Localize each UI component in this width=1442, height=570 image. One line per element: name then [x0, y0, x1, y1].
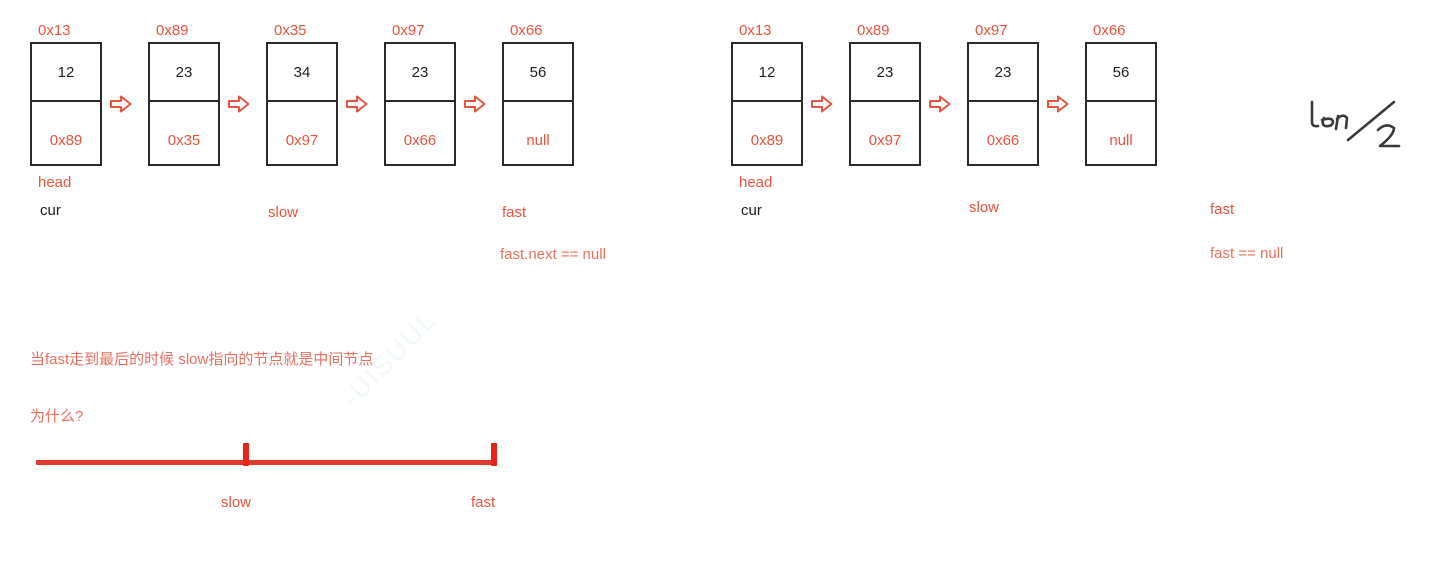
- number-line-tick-fast: [491, 443, 497, 466]
- node-next-pointer: null: [526, 131, 550, 149]
- node-address-label: 0x66: [1093, 22, 1126, 39]
- node-value: 23: [150, 44, 218, 102]
- list-node: 0x66 56 null: [502, 22, 574, 166]
- node-address-label: 0x13: [38, 22, 71, 39]
- node-value: 12: [32, 44, 100, 102]
- node-next-pointer: 0x89: [750, 131, 784, 149]
- arrow-right-icon: [228, 95, 250, 113]
- node-address-label: 0x35: [274, 22, 307, 39]
- pointer-label-cur: cur: [40, 202, 61, 219]
- node-address-label: 0x89: [156, 22, 189, 39]
- note-line-one: 当fast走到最后的时候 slow指向的节点就是中间节点: [30, 351, 374, 368]
- condition-text-one: fast.next == null: [500, 246, 606, 263]
- node-next-pointer: 0x66: [403, 131, 437, 149]
- number-line-tick-slow: [243, 443, 249, 466]
- number-line-axis: [36, 460, 496, 465]
- node-value: 12: [733, 44, 801, 102]
- node-value: 23: [386, 44, 454, 102]
- arrow-right-icon: [464, 95, 486, 113]
- condition-text-two: fast == null: [1210, 245, 1284, 262]
- list-node: 0x66 56 null: [1085, 22, 1157, 166]
- node-next-pointer: 0x89: [49, 131, 83, 149]
- number-line-label-fast: fast: [471, 494, 496, 511]
- node-next-pointer: 0x35: [167, 131, 201, 149]
- arrow-right-icon: [346, 95, 368, 113]
- node-value: 34: [268, 44, 336, 102]
- node-value: 23: [851, 44, 919, 102]
- list-node: 0x13 12 0x89: [30, 22, 102, 166]
- handwritten-len-over-two-annotation: [1306, 96, 1418, 160]
- node-next-pointer: 0x66: [986, 131, 1020, 149]
- list-node: 0x97 23 0x66: [967, 22, 1039, 166]
- pointer-label-head: head: [739, 174, 773, 191]
- pointer-label-fast: fast: [1210, 201, 1235, 218]
- node-next-pointer: 0x97: [868, 131, 902, 149]
- pointer-label-fast: fast: [502, 204, 527, 221]
- watermark: -UISUUL: [336, 304, 526, 522]
- note-line-two: 为什么?: [30, 408, 84, 425]
- node-next-pointer: 0x97: [285, 131, 319, 149]
- node-value: 56: [1087, 44, 1155, 102]
- node-address-label: 0x13: [739, 22, 772, 39]
- node-address-label: 0x89: [857, 22, 890, 39]
- arrow-right-icon: [110, 95, 132, 113]
- pointer-label-slow: slow: [969, 199, 1000, 216]
- list-node: 0x35 34 0x97: [266, 22, 338, 166]
- arrow-right-icon: [811, 95, 833, 113]
- pointer-label-slow: slow: [268, 204, 299, 221]
- list-node: 0x89 23 0x35: [148, 22, 220, 166]
- pointer-label-cur: cur: [741, 202, 762, 219]
- watermark-text: -UISUUL: [336, 304, 443, 413]
- list-node: 0x97 23 0x66: [384, 22, 456, 166]
- node-address-label: 0x97: [392, 22, 425, 39]
- node-address-label: 0x97: [975, 22, 1008, 39]
- node-value: 23: [969, 44, 1037, 102]
- arrow-right-icon: [929, 95, 951, 113]
- node-address-label: 0x66: [510, 22, 543, 39]
- arrow-right-icon: [1047, 95, 1069, 113]
- list-node: 0x89 23 0x97: [849, 22, 921, 166]
- node-next-pointer: null: [1109, 131, 1133, 149]
- list-node: 0x13 12 0x89: [731, 22, 803, 166]
- node-value: 56: [504, 44, 572, 102]
- number-line-label-slow: slow: [221, 494, 252, 511]
- pointer-label-head: head: [38, 174, 72, 191]
